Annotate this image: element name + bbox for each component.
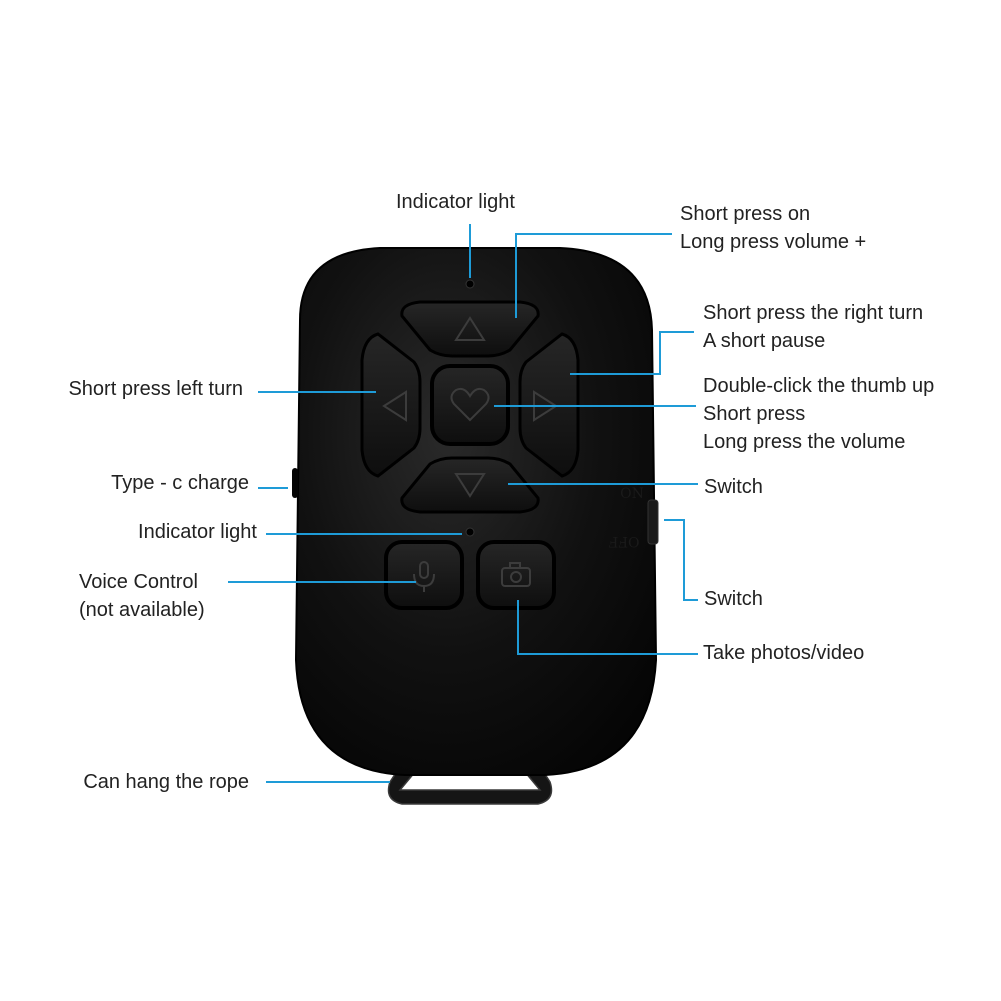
indicator-light-mid (465, 527, 475, 537)
callout-power-switch: Switch (704, 585, 763, 613)
leader-right-button (570, 331, 694, 375)
left-button[interactable] (360, 332, 422, 478)
callout-line: Indicator light (138, 521, 257, 543)
callout-line: Short press (703, 403, 806, 425)
switch-off-text: OFF (608, 533, 639, 549)
camera-button[interactable] (476, 540, 556, 610)
callout-line: Take photos/video (703, 642, 865, 664)
leader-lines (228, 224, 698, 783)
callout-line: Short press on (680, 203, 811, 225)
callout-indicator-mid: Indicator light (138, 518, 257, 546)
voice-button[interactable] (384, 540, 464, 610)
power-switch[interactable] (647, 499, 659, 545)
arrow-down-icon (454, 473, 486, 498)
leader-up-button (515, 233, 672, 318)
callout-line: Switch (704, 588, 763, 610)
microphone-icon (413, 561, 435, 592)
callout-line: (not available) (79, 599, 205, 621)
callout-line: Long press volume + (680, 231, 867, 253)
callout-line: A short pause (703, 330, 826, 352)
callout-camera-button: Take photos/video (703, 639, 864, 667)
callout-line: Type - c charge (111, 472, 249, 494)
callout-usb-port: Type - c charge (111, 469, 249, 497)
callout-right-button: Short press the right turn A short pause (703, 299, 923, 355)
callout-line: Double-click the thumb up (703, 375, 935, 397)
indicator-light-top (465, 279, 475, 289)
leader-power-switch (664, 519, 698, 601)
arrow-up-icon (454, 316, 486, 341)
heart-icon (450, 387, 490, 422)
callout-indicator-top: Indicator light (396, 188, 515, 216)
callout-line: Voice Control (79, 571, 198, 593)
callout-line: Indicator light (396, 191, 515, 213)
callout-line: Short press left turn (68, 378, 243, 400)
callout-up-button: Short press on Long press volume + (680, 200, 866, 256)
callout-line: Switch (704, 476, 763, 498)
callout-line: Short press the right turn (703, 302, 924, 324)
callout-rope-loop: Can hang the rope (83, 768, 249, 796)
callout-voice-button: Voice Control (not available) (79, 568, 205, 624)
callout-left-button: Short press left turn (68, 375, 243, 403)
up-button[interactable] (400, 300, 540, 358)
down-button[interactable] (400, 456, 540, 514)
usb-c-port (292, 468, 298, 498)
callout-down-button: Switch (704, 473, 763, 501)
callout-line: Long press the volume (703, 431, 906, 453)
callout-line: Can hang the rope (83, 771, 249, 793)
arrow-left-icon (382, 390, 407, 422)
switch-on-text: ON (620, 486, 644, 502)
camera-icon (501, 562, 531, 587)
leader-camera-button (517, 600, 698, 655)
